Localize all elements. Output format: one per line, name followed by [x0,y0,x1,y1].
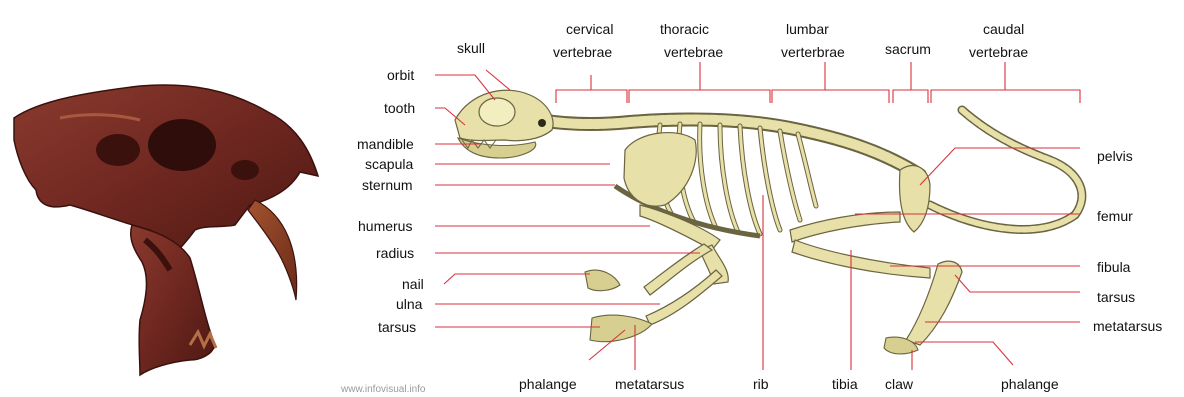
skeleton-diagram: skull orbit tooth mandible scapula stern… [330,0,1184,397]
label-ulna: ulna [396,296,423,312]
label-tooth: tooth [384,100,415,116]
skeleton-figure [455,90,1082,354]
label-metatarsus-bottom: metatarsus [615,376,684,392]
label-phalange-left: phalange [519,376,577,392]
label-thoracic: thoracic [660,21,709,37]
label-tarsus-left: tarsus [378,319,416,335]
label-caudal-vertebrae: vertebrae [969,44,1028,60]
label-cervical: cervical [566,21,613,37]
label-skull: skull [457,40,485,56]
label-tarsus-right: tarsus [1097,289,1135,305]
label-sternum: sternum [362,177,413,193]
label-sacrum: sacrum [885,41,931,57]
label-tibia: tibia [832,376,858,392]
label-scapula: scapula [365,156,413,172]
label-pelvis: pelvis [1097,148,1133,164]
label-nail: nail [402,276,424,292]
label-lumbar-verterbrae: verterbrae [781,44,845,60]
labels: skull orbit tooth mandible scapula stern… [357,21,1162,392]
label-humerus: humerus [358,218,412,234]
label-caudal: caudal [983,21,1024,37]
label-radius: radius [376,245,414,261]
label-lumbar: lumbar [786,21,829,37]
label-fibula: fibula [1097,259,1131,275]
label-rib: rib [753,376,769,392]
watermark: www.infovisual.info [341,384,425,395]
label-cervical-vertebrae: vertebrae [553,44,612,60]
saber-tooth-skull-photo [0,0,330,397]
label-claw: claw [885,376,914,392]
label-thoracic-vertebrae: vertebrae [664,44,723,60]
label-orbit: orbit [387,67,414,83]
label-metatarsus-right: metatarsus [1093,318,1162,334]
label-femur: femur [1097,208,1133,224]
label-mandible: mandible [357,136,414,152]
label-phalange-right: phalange [1001,376,1059,392]
